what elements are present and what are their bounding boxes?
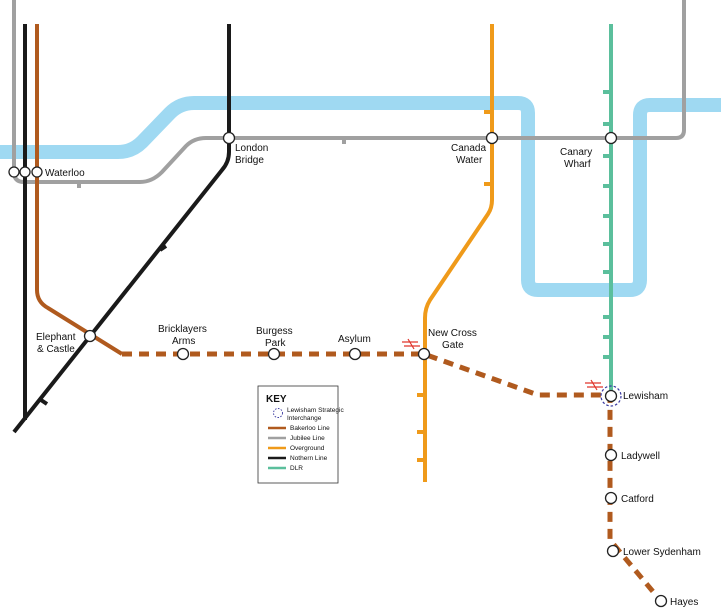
station-label-london-bridge: London — [235, 143, 268, 154]
station-marker-asylum[interactable] — [348, 347, 362, 361]
station-marker-hayes[interactable] — [654, 594, 668, 608]
station-label-canada-water: Water — [456, 155, 483, 166]
map-key-overground-label: Overground — [290, 445, 325, 452]
station-label-lewisham: Lewisham — [623, 391, 668, 402]
national-rail-icon — [402, 338, 420, 350]
station-marker-new-cross-gate[interactable] — [417, 347, 431, 361]
map-key-interchange-label: Lewisham Strategic — [287, 407, 344, 414]
station-label-asylum: Asylum — [338, 334, 371, 345]
river-thames — [0, 96, 721, 297]
map-key-bakerloo-label: Bakerloo Line — [290, 425, 330, 432]
station-marker-lewisham[interactable] — [604, 389, 618, 403]
bakerloo-extension-base — [122, 351, 662, 602]
station-label-bricklayers-arms: Arms — [172, 336, 195, 347]
station-label-london-bridge: Bridge — [235, 155, 264, 166]
map-key-interchange-label: Interchange — [287, 415, 322, 422]
station-marker-lower-sydenham[interactable] — [606, 544, 620, 558]
jubilee-line — [12, 0, 686, 184]
overground-line-ticks — [417, 110, 492, 462]
station-label-bricklayers-arms: Bricklayers — [158, 324, 207, 335]
station-label-canada-water: Canada — [451, 143, 486, 154]
station-label-ladywell: Ladywell — [621, 451, 660, 462]
lewisham-interchange-ring — [600, 385, 622, 407]
station-marker-canary-wharf[interactable] — [604, 131, 618, 145]
overground-line — [423, 24, 494, 482]
dashed-circle-icon — [273, 408, 283, 418]
station-marker-canada-water[interactable] — [485, 131, 499, 145]
map-key-title: KEY — [266, 394, 287, 405]
station-label-new-cross-gate: Gate — [442, 340, 464, 351]
national-rail-icon — [585, 379, 603, 391]
station-label-elephant-castle: & Castle — [37, 344, 75, 355]
station-label-elephant-castle: Elephant — [36, 332, 76, 343]
station-label-hayes: Hayes — [670, 597, 698, 608]
station-label-new-cross-gate: New Cross — [428, 328, 477, 339]
station-label-catford: Catford — [621, 494, 654, 505]
station-markers — [8, 131, 668, 608]
map-key-dlr-label: DLR — [290, 465, 303, 472]
station-marker-waterloo-1[interactable] — [8, 166, 20, 178]
station-label-burgess-park: Burgess — [256, 326, 293, 337]
station-marker-ladywell[interactable] — [604, 448, 618, 462]
dlr-line-ticks — [603, 90, 611, 359]
station-label-waterloo: Waterloo — [45, 168, 85, 179]
map-key: KEY Lewisham Strategic Interchange Baker… — [257, 385, 344, 484]
map-key-jubilee-label: Jubilee Line — [290, 435, 325, 442]
station-marker-bricklayers-arms[interactable] — [176, 347, 190, 361]
bakerloo-line — [35, 24, 124, 356]
jubilee-line-ticks — [77, 138, 346, 188]
station-marker-waterloo-3[interactable] — [31, 166, 43, 178]
station-label-canary-wharf: Canary — [560, 147, 592, 158]
station-marker-elephant-castle[interactable] — [83, 329, 97, 343]
station-marker-london-bridge[interactable] — [222, 131, 236, 145]
station-label-canary-wharf: Wharf — [564, 159, 591, 170]
map-key-northern-label: Nothern Line — [290, 455, 328, 462]
northern-line-ticks — [39, 244, 168, 406]
station-marker-burgess-park[interactable] — [267, 347, 281, 361]
station-marker-waterloo-2[interactable] — [19, 166, 31, 178]
station-label-burgess-park: Park — [265, 338, 287, 349]
station-label-lower-sydenham: Lower Sydenham — [623, 547, 701, 558]
northern-line-east — [12, 24, 231, 434]
station-marker-catford[interactable] — [604, 491, 618, 505]
bakerloo-extension-dashes — [122, 351, 662, 602]
